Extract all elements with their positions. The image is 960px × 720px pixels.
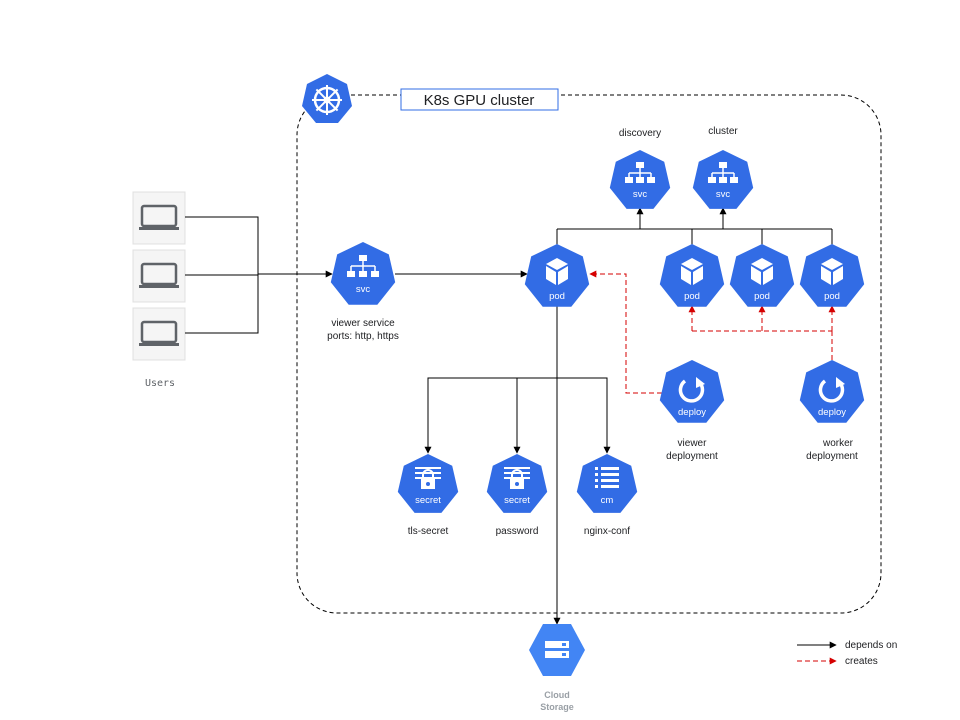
lock-icon [504,467,530,489]
cube-icon [751,258,773,285]
cluster-title-box [400,88,559,111]
network-icon [347,255,379,277]
worker-deployment-label-2: deployment [806,451,858,462]
legend-creates-label: creates [845,656,878,667]
legend: depends on creates [797,640,897,667]
kubernetes-logo-icon [302,74,352,123]
lock-icon [415,467,441,489]
viewer-service-icon-label: svc [356,284,371,295]
password-label: password [496,526,539,537]
worker-deployment-label-1: worker [822,438,854,449]
user-laptop-2 [132,249,186,303]
viewer-pod-icon-label: pod [549,291,565,302]
cloud-storage-node [529,624,585,676]
laptop-icon [139,320,179,346]
users-to-service-edges [185,216,333,334]
worker-pod-icon-label: pod [684,291,700,302]
worker-pod-node: pod [729,244,795,307]
legend-depends-on-label: depends on [845,640,897,651]
cube-icon [821,258,843,285]
refresh-icon [818,377,845,403]
storage-icon [545,641,569,658]
network-icon [625,162,655,183]
viewer-service-node: svc [330,242,396,305]
users-label: Users [145,378,175,389]
discovery-icon-label: svc [633,189,648,200]
cloud-storage-label-1: Cloud [544,690,570,700]
viewer-pod-node: pod [524,244,590,307]
cluster-boundary [296,94,882,614]
pod-dependencies-edges [424,302,611,625]
user-laptop-3 [132,307,186,361]
worker-pod-icon-label: pod [824,291,840,302]
cube-icon [681,258,703,285]
worker-deployment-node: deploy [799,360,865,423]
laptop-icon [139,262,179,288]
worker-pod-icon-label: pod [754,291,770,302]
refresh-icon [678,377,705,403]
viewer-service-label: viewer service [331,318,395,329]
tls-secret-node: secret [397,454,459,513]
cluster-svc-icon-label: svc [716,189,731,200]
viewer-deployment-node: deploy [659,360,725,423]
nginx-conf-icon-label: cm [601,495,614,506]
password-secret-node: secret [486,454,548,513]
cloud-storage-label-2: Storage [540,702,574,712]
list-icon [595,467,619,488]
user-laptop-1 [132,191,186,245]
nginx-conf-node: cm [576,454,638,513]
cube-icon [546,258,568,285]
worker-pod-node: pod [659,244,725,307]
password-icon-label: secret [504,495,530,506]
viewer-deployment-label-1: viewer [678,438,708,449]
cluster-service-node: svc [692,150,754,209]
viewer-deploy-icon-label: deploy [678,407,706,418]
worker-deploy-icon-label: deploy [818,407,846,418]
tls-secret-icon-label: secret [415,495,441,506]
cluster-title: K8s GPU cluster [424,92,535,109]
worker-pod-node: pod [799,244,865,307]
nginx-conf-label: nginx-conf [584,526,630,537]
cluster-svc-label: cluster [708,126,738,137]
pods-to-services-edges [556,207,833,247]
creates-edges [589,270,836,394]
discovery-label: discovery [619,128,661,139]
viewer-service-ports: ports: http, https [327,331,399,342]
viewer-deployment-label-2: deployment [666,451,718,462]
discovery-service-node: svc [609,150,671,209]
laptop-icon [139,204,179,230]
network-icon [708,162,738,183]
tls-secret-label: tls-secret [408,526,449,537]
